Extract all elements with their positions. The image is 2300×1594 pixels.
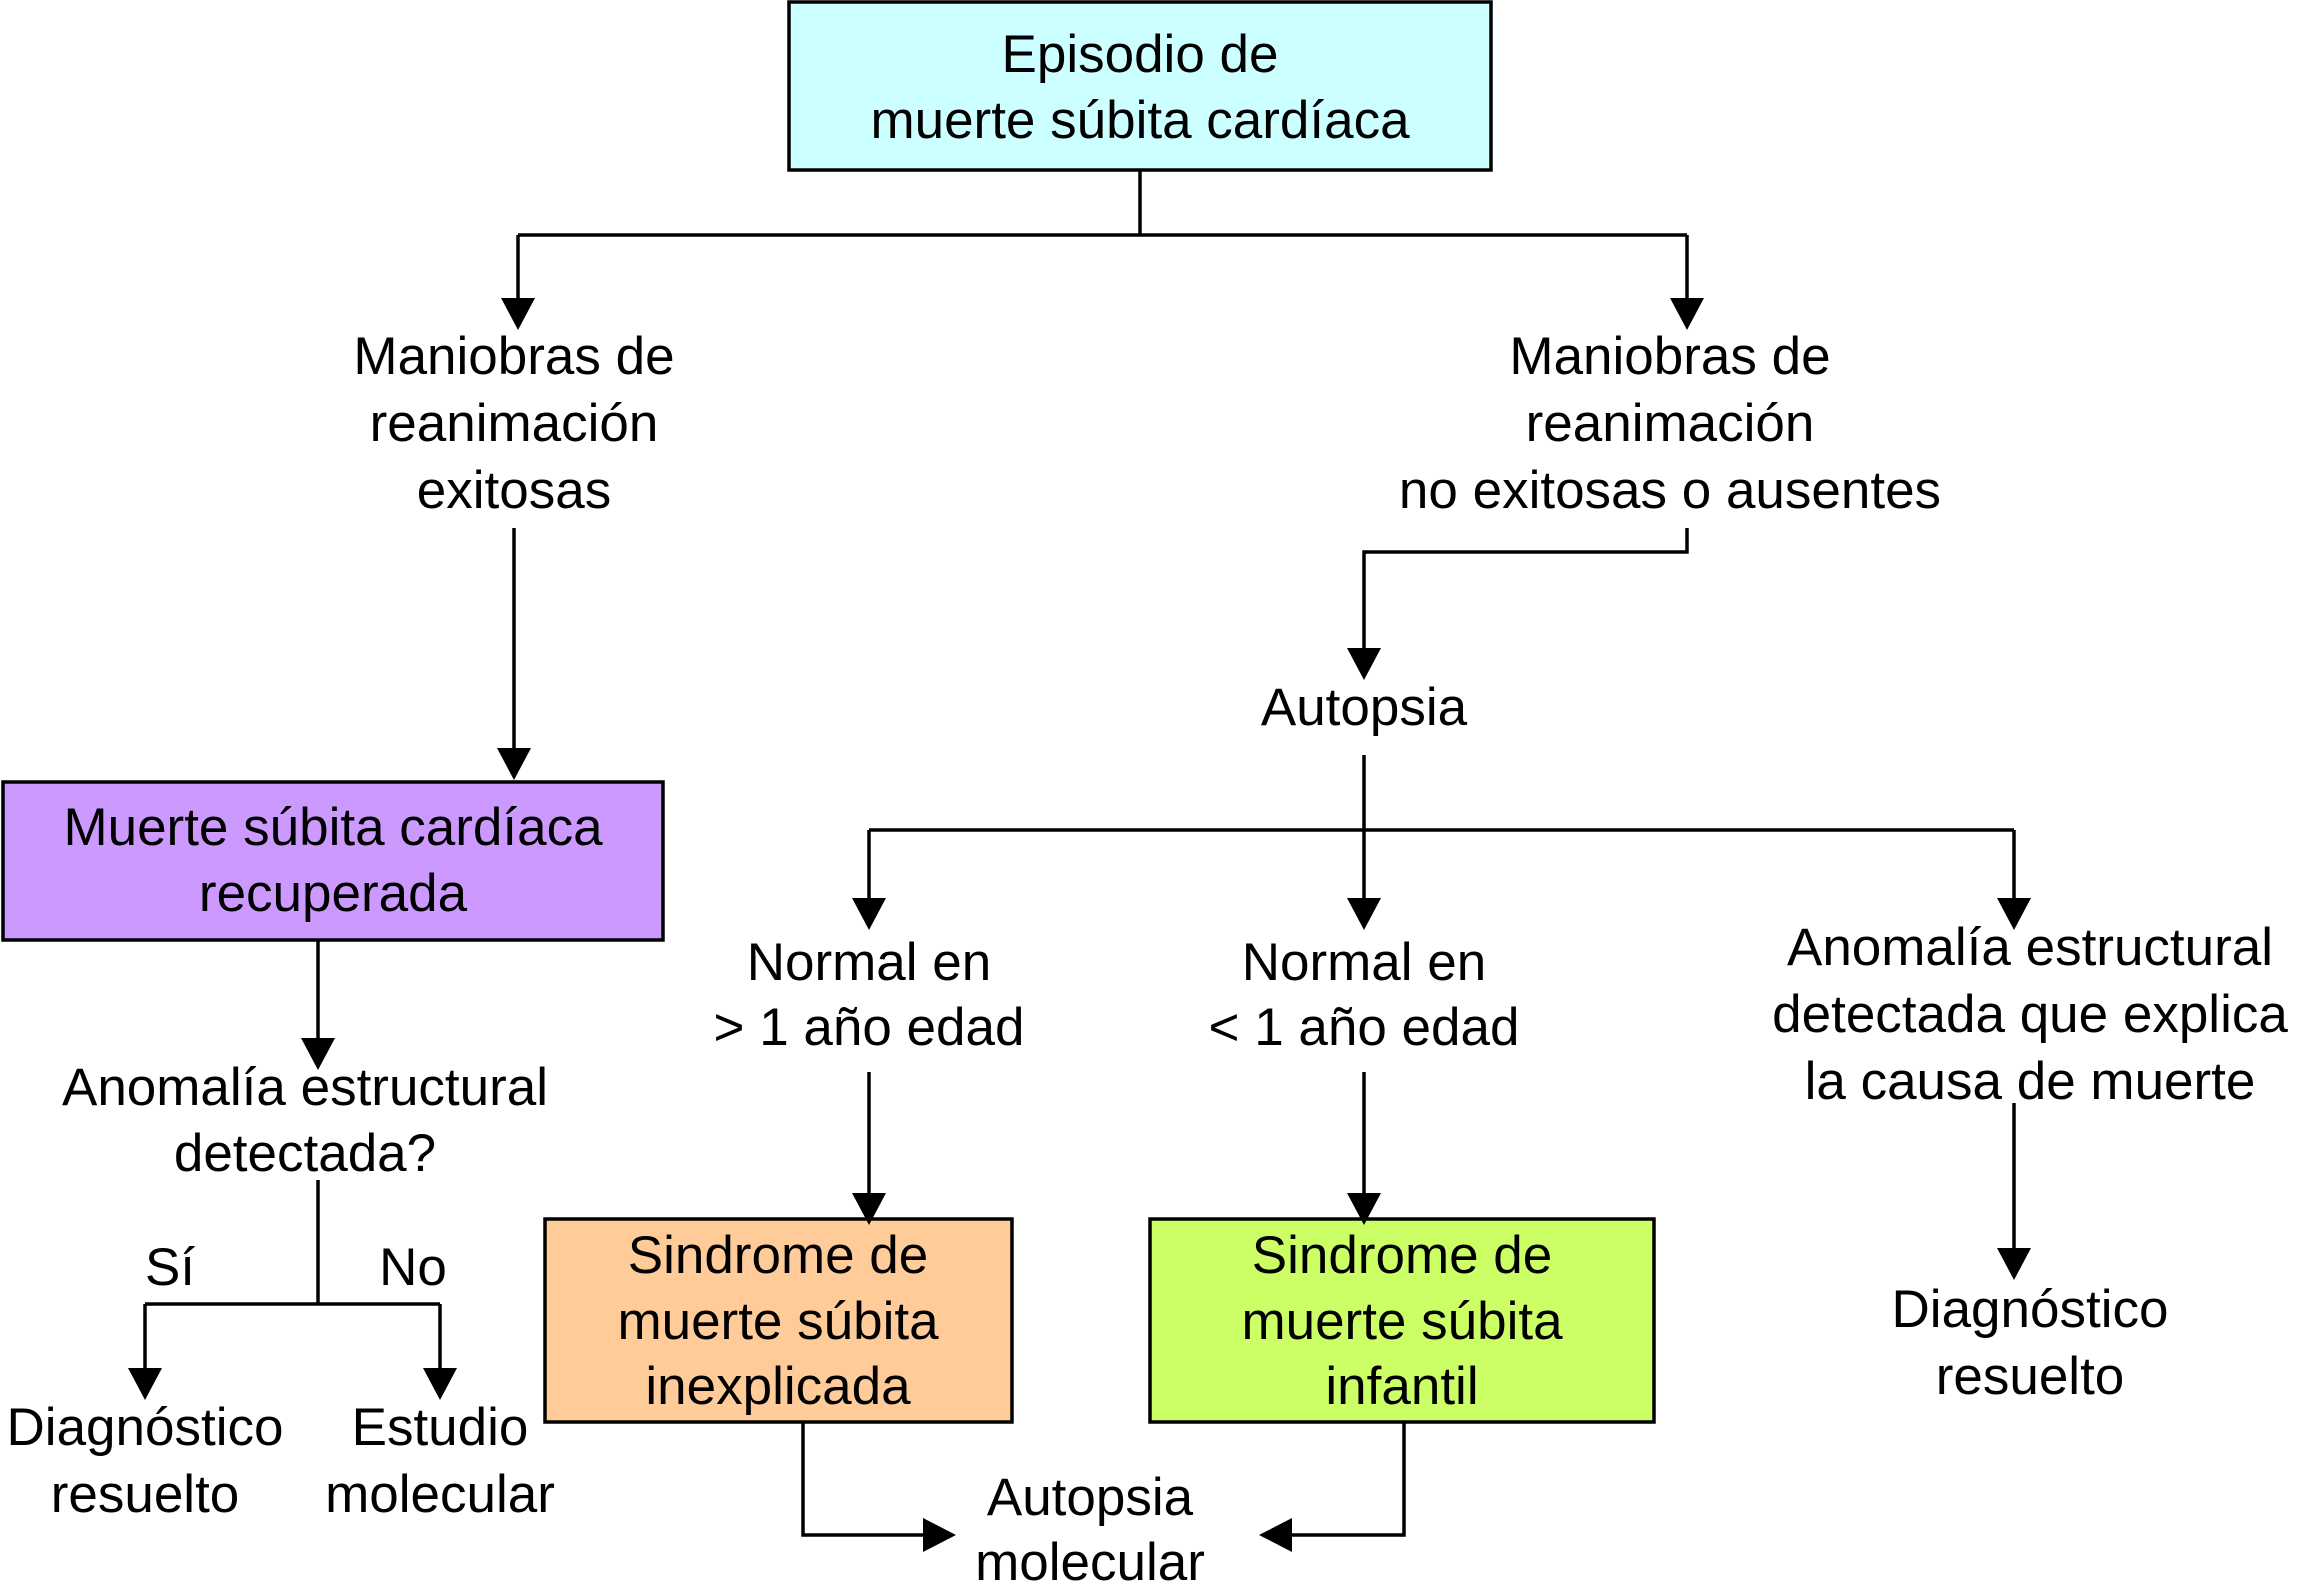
unexplained-line-2: muerte súbita: [617, 1292, 939, 1351]
molecular-study-text: Estudio molecular: [325, 1398, 555, 1524]
normal-under-1-line-1: Normal en: [1242, 933, 1486, 992]
arrow-to-resus-success: [501, 298, 535, 330]
molecular-autopsy-text: Autopsia molecular: [975, 1468, 1205, 1592]
normal-under-1-text: Normal en < 1 año edad: [1209, 933, 1520, 1057]
arrow-to-diagnosis-left: [128, 1368, 162, 1400]
autopsy-line-1: Autopsia: [1261, 678, 1468, 737]
resus-success-line-2: reanimación: [370, 394, 659, 453]
arrow-to-diagnosis-right: [1997, 1248, 2031, 1280]
infant-syndrome-text: Sindrome de muerte súbita infantil: [1241, 1226, 1563, 1416]
recovered-line-2: recuperada: [199, 864, 468, 923]
diagnosis-left-line-1: Diagnóstico: [7, 1398, 284, 1457]
unexplained-syndrome-text: Sindrome de muerte súbita inexplicada: [617, 1226, 939, 1416]
arrow-to-recovered: [497, 748, 531, 780]
molecular-autopsy-line-1: Autopsia: [987, 1468, 1194, 1527]
connector-infant-to-molecular-autopsy: [1290, 1422, 1406, 1537]
start-node-text: Episodio de muerte súbita cardíaca: [870, 25, 1410, 150]
molecular-study-line-2: molecular: [325, 1465, 555, 1524]
diagnosis-right-text: Diagnóstico resuelto: [1892, 1280, 2169, 1406]
arrow-to-molecular-study: [423, 1368, 457, 1400]
structural-found-text: Anomalía estructural detectada que expli…: [1772, 918, 2288, 1111]
recovered-box: [1, 780, 665, 942]
structural-question-text: Anomalía estructural detectada?: [62, 1058, 548, 1183]
arrow-unexplained-to-molecular-autopsy: [923, 1518, 956, 1552]
structural-found-line-3: la causa de muerte: [1805, 1052, 2256, 1111]
diagnosis-right-line-1: Diagnóstico: [1892, 1280, 2169, 1339]
arrow-to-normal-over-1: [852, 898, 886, 930]
start-line-2: muerte súbita cardíaca: [870, 91, 1410, 150]
arrow-to-unexplained: [852, 1193, 886, 1225]
arrow-to-structural-found: [1997, 898, 2031, 930]
yes-label: Sí: [145, 1238, 195, 1297]
resus-success-line-3: exitosas: [417, 461, 611, 520]
resus-fail-line-3: no exitosas o ausentes: [1399, 461, 1941, 520]
diagnosis-right-line-2: resuelto: [1936, 1347, 2125, 1406]
structural-found-line-2: detectada que explica: [1772, 985, 2288, 1044]
infant-line-1: Sindrome de: [1252, 1226, 1553, 1285]
structural-question-line-2: detectada?: [174, 1124, 436, 1183]
infant-syndrome-box: [1148, 1217, 1656, 1424]
structural-found-line-1: Anomalía estructural: [1787, 918, 2273, 977]
unexplained-line-3: inexplicada: [645, 1357, 911, 1416]
structural-question-line-1: Anomalía estructural: [62, 1058, 548, 1117]
normal-over-1-line-2: > 1 año edad: [714, 998, 1025, 1057]
normal-over-1-text: Normal en > 1 año edad: [714, 933, 1025, 1057]
unexplained-syndrome-box: [543, 1217, 1014, 1424]
autopsy-text: Autopsia: [1261, 678, 1468, 737]
resus-fail-text: Maniobras de reanimación no exitosas o a…: [1399, 327, 1941, 520]
no-label: No: [379, 1238, 447, 1297]
infant-line-2: muerte súbita: [1241, 1292, 1563, 1351]
diagnosis-left-text: Diagnóstico resuelto: [7, 1398, 284, 1524]
normal-over-1-line-1: Normal en: [747, 933, 991, 992]
start-box: [787, 0, 1493, 172]
connectors: [143, 170, 2016, 1537]
arrow-to-normal-under-1: [1347, 898, 1381, 930]
resus-fail-line-1: Maniobras de: [1509, 327, 1830, 386]
resus-success-text: Maniobras de reanimación exitosas: [353, 327, 674, 520]
resus-success-line-1: Maniobras de: [353, 327, 674, 386]
molecular-study-line-1: Estudio: [352, 1398, 529, 1457]
diagnosis-left-line-2: resuelto: [51, 1465, 240, 1524]
connector-resus-fail-to-autopsy: [1362, 528, 1689, 650]
arrow-to-resus-fail: [1670, 298, 1704, 330]
connector-unexplained-to-molecular-autopsy: [801, 1422, 925, 1537]
molecular-autopsy-line-2: molecular: [975, 1533, 1205, 1592]
resus-fail-line-2: reanimación: [1526, 394, 1815, 453]
arrow-to-question: [301, 1038, 335, 1070]
unexplained-line-1: Sindrome de: [628, 1226, 929, 1285]
arrow-infant-to-molecular-autopsy: [1259, 1518, 1292, 1552]
arrow-to-infant: [1347, 1193, 1381, 1225]
arrowheads: [128, 298, 2031, 1552]
recovered-line-1: Muerte súbita cardíaca: [63, 798, 603, 857]
normal-under-1-line-2: < 1 año edad: [1209, 998, 1520, 1057]
infant-line-3: infantil: [1325, 1357, 1478, 1416]
arrow-to-autopsy: [1347, 648, 1381, 680]
recovered-text: Muerte súbita cardíaca recuperada: [63, 798, 603, 923]
start-line-1: Episodio de: [1002, 25, 1279, 84]
